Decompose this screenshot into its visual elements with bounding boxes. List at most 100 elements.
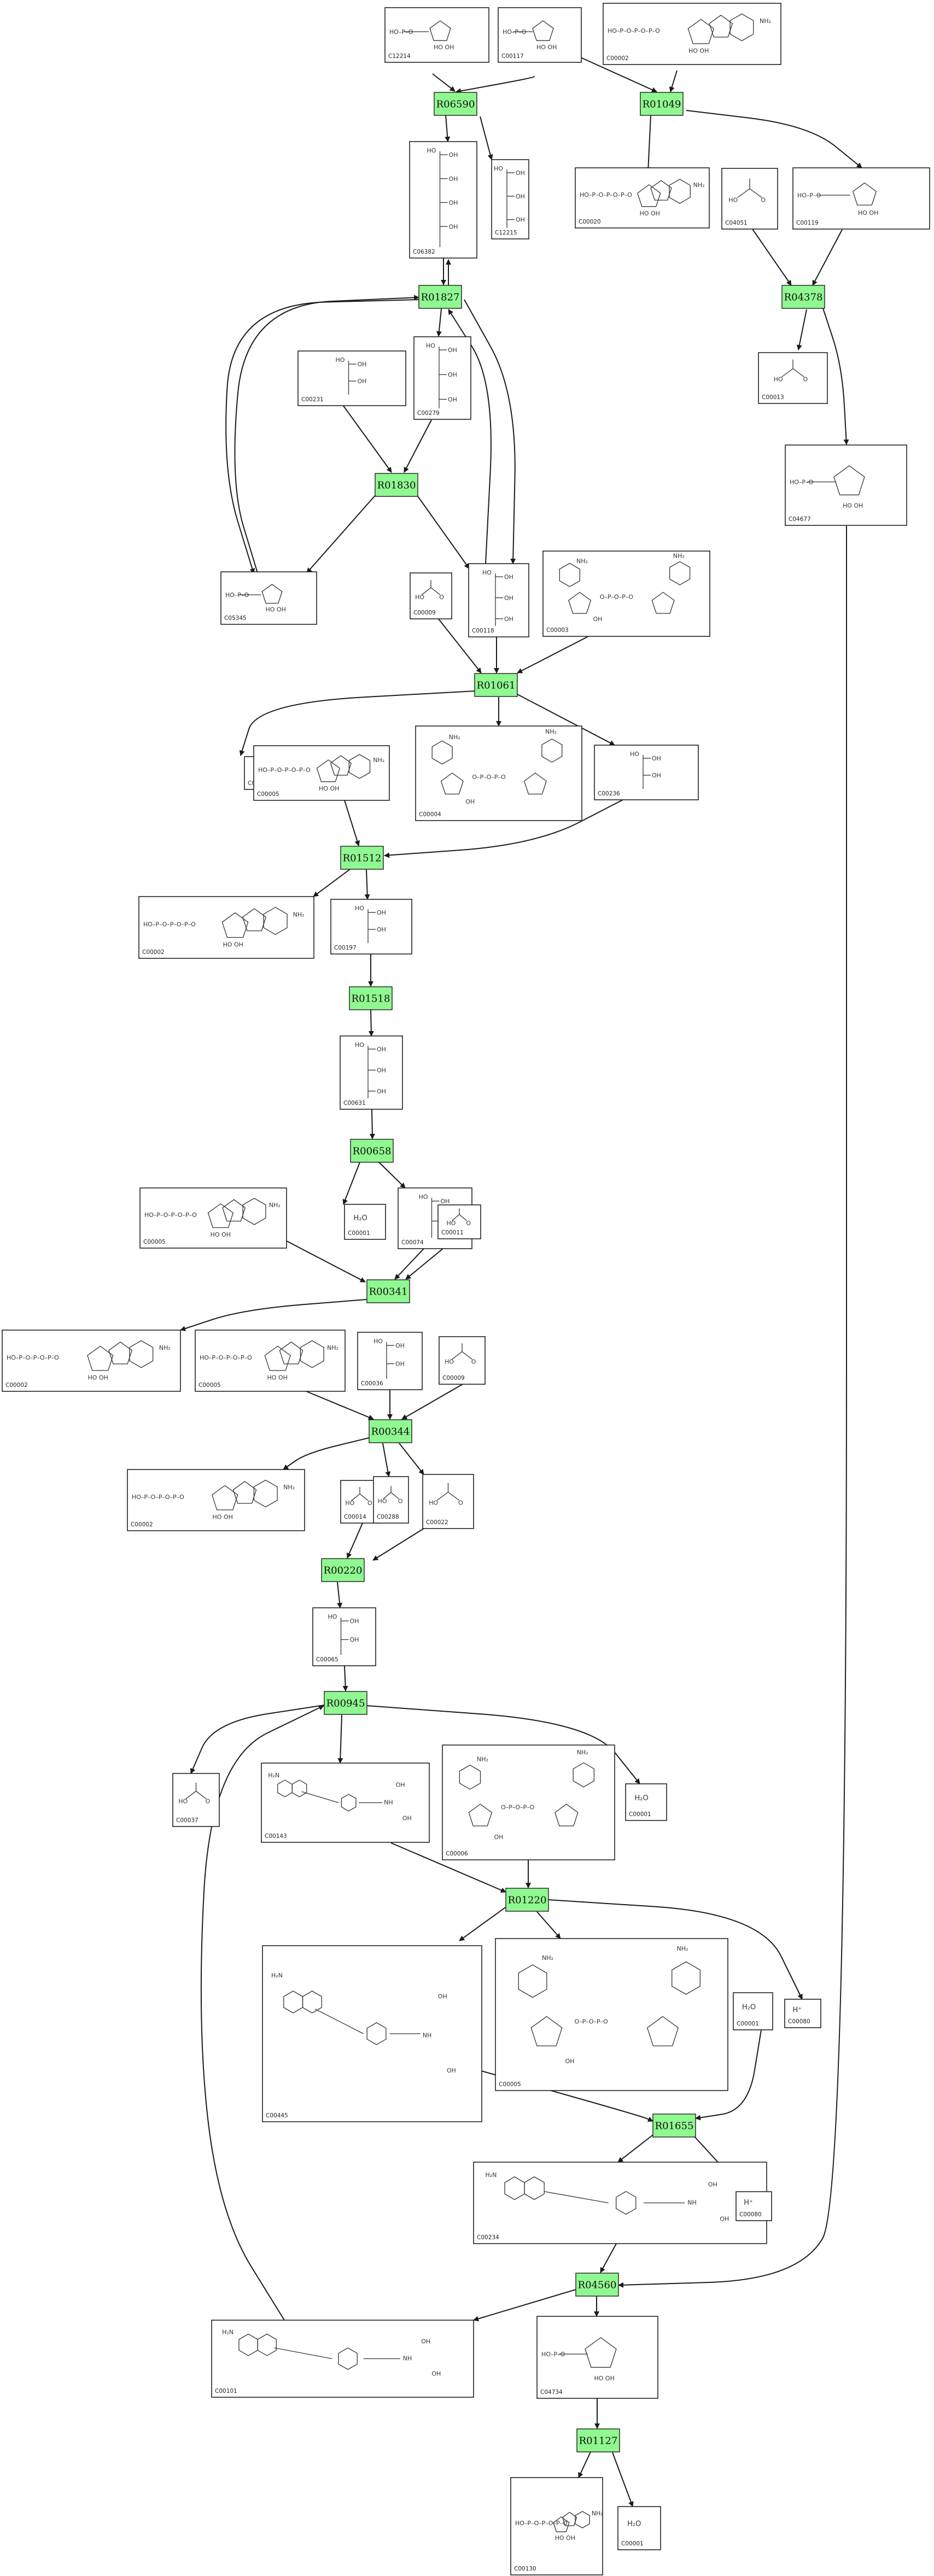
edge-n8-to-R04378 (812, 229, 843, 286)
atom-label: HO–P–O–P–O–P–O (258, 766, 311, 774)
reaction-R01061[interactable]: R01061 (474, 673, 518, 697)
atom-label: HO (415, 594, 424, 601)
atom-label: HO OH (223, 941, 243, 948)
reaction-R00945[interactable]: R00945 (324, 1691, 367, 1715)
compound-box (330, 899, 412, 955)
bond (351, 1494, 360, 1501)
atom-label: OH (449, 151, 458, 159)
compound-box (373, 1476, 409, 1524)
reaction-label: R01518 (352, 993, 390, 1005)
atom-label: OH (358, 378, 367, 385)
compound-box (510, 2477, 603, 2575)
atom-label: HO–P–O–P–O–P–O (608, 27, 660, 34)
reaction-R00344[interactable]: R00344 (369, 1419, 412, 1443)
reaction-R01049[interactable]: R01049 (640, 92, 684, 116)
reaction-R04560[interactable]: R04560 (575, 2273, 619, 2297)
compound-box (498, 7, 582, 63)
compound-box (594, 745, 699, 800)
compound-box (721, 168, 778, 230)
reaction-R01220[interactable]: R01220 (505, 1888, 549, 1912)
atom-label: OH (516, 193, 525, 200)
atom-label: O (458, 1500, 463, 1507)
atom-label: HO (378, 1498, 387, 1505)
edge-R01655-to-n45 (617, 2133, 656, 2163)
reaction-R01827[interactable]: R01827 (418, 285, 462, 309)
compound-id-label: C00231 (301, 396, 324, 403)
atom-label: HO (445, 1359, 454, 1366)
ring-bond (729, 13, 754, 42)
reaction-box (324, 1691, 367, 1715)
reaction-R00341[interactable]: R00341 (366, 1279, 410, 1303)
reaction-R01512[interactable]: R01512 (340, 846, 384, 870)
reaction-R01655[interactable]: R01655 (652, 2114, 696, 2138)
atom-label: OH (652, 755, 661, 762)
edge-R01220-to-n44 (548, 1899, 803, 2000)
reaction-box (652, 2114, 696, 2138)
atom-label: OH (431, 2370, 441, 2378)
reaction-R01518[interactable]: R01518 (349, 986, 393, 1010)
reaction-R00658[interactable]: R00658 (350, 1139, 394, 1163)
atom-label: NH (384, 1799, 393, 1806)
ion-symbol: H⁺ (793, 2006, 802, 2014)
atom-label: OH (350, 1636, 359, 1643)
reaction-R06590[interactable]: R06590 (434, 92, 477, 116)
atom-label: NH₂ (576, 558, 588, 565)
compound-C00080[interactable]: H⁺C00080 (784, 1999, 821, 2028)
reaction-R00220[interactable]: R00220 (321, 1558, 365, 1582)
bond (737, 188, 750, 198)
compound-C00080[interactable]: H⁺C00080 (735, 2191, 772, 2221)
reaction-R01127[interactable]: R01127 (576, 2428, 620, 2452)
reaction-R01830[interactable]: R01830 (375, 473, 418, 497)
edge-n20-to-R01512 (384, 799, 623, 858)
atom-label: HO–P–O (541, 2351, 565, 2358)
reaction-R04378[interactable]: R04378 (781, 285, 825, 309)
edge-R00344-to-n35 (399, 1443, 424, 1475)
